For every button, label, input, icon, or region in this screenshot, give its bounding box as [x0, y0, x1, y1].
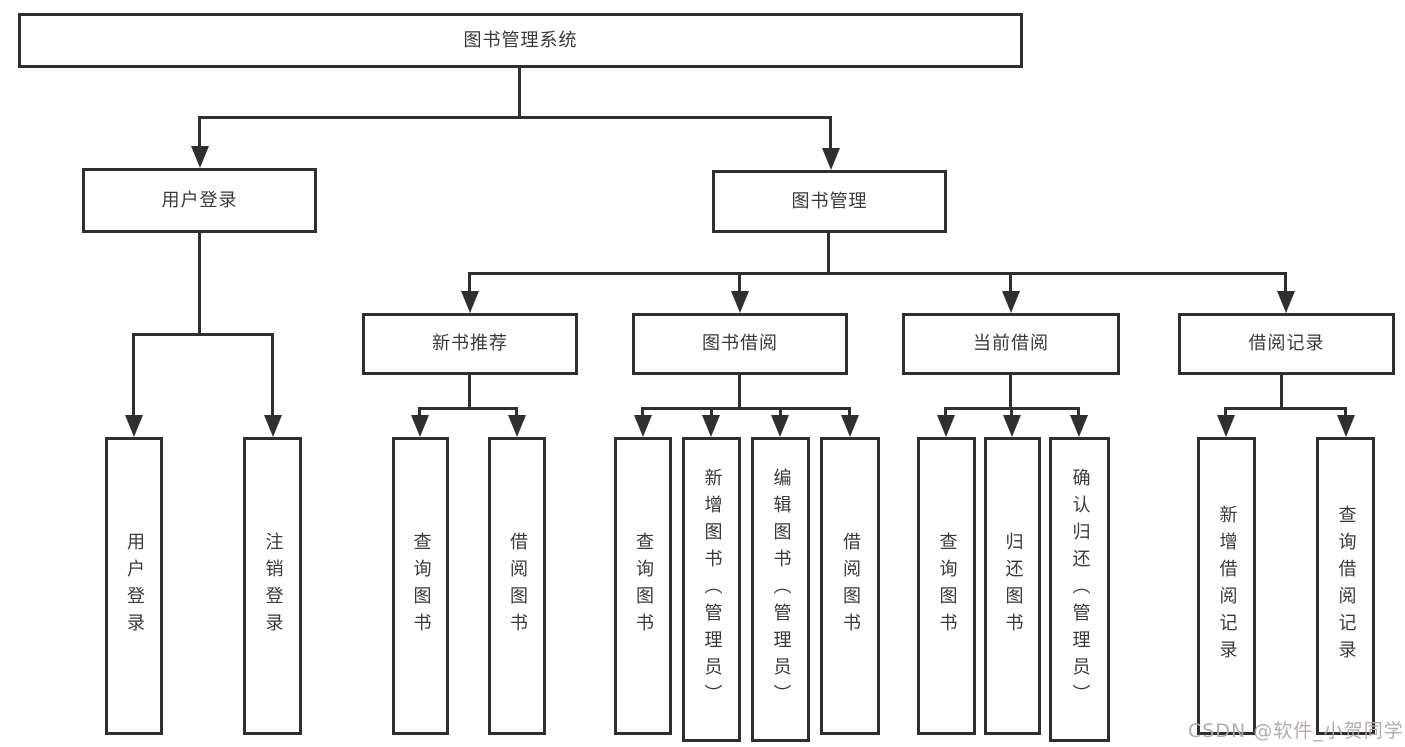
connector-line	[468, 375, 471, 409]
node-label: 借阅图书	[507, 532, 528, 640]
node-label: 注销登录	[262, 532, 284, 640]
node-borrow-record: 借阅记录	[1178, 313, 1395, 375]
connector-line	[1225, 407, 1347, 410]
connector-line	[642, 407, 851, 410]
connector-line	[515, 407, 518, 417]
node-query-borrow-record: 查询借阅记录	[1316, 437, 1375, 735]
connector-line	[779, 407, 782, 417]
node-book-borrow: 图书借阅	[632, 313, 848, 375]
connector-line	[641, 407, 644, 417]
node-label: 用户登录	[124, 532, 145, 640]
node-label: 新增借阅记录	[1216, 505, 1238, 667]
arrow-down-icon	[264, 415, 282, 437]
node-label: 查询图书	[410, 532, 432, 640]
node-borrow-books-2: 借阅图书	[820, 437, 880, 735]
connector-line	[518, 67, 521, 119]
arrow-down-icon	[702, 415, 720, 437]
node-label: 用户登录	[161, 189, 238, 211]
connector-line	[1284, 272, 1287, 293]
node-new-book-rec: 新书推荐	[362, 313, 578, 375]
arrow-down-icon	[461, 291, 479, 313]
node-label: 图书借阅	[702, 333, 778, 354]
node-label: 查询图书	[936, 532, 958, 640]
node-label: 归还图书	[1002, 532, 1024, 640]
connector-line	[1010, 407, 1013, 417]
node-label: 查询借阅记录	[1335, 505, 1357, 667]
node-label: 查询图书	[633, 532, 654, 640]
node-label: 当前借阅	[973, 333, 1049, 354]
arrow-down-icon	[822, 148, 840, 170]
node-label: 编辑图书（管理员）	[770, 468, 792, 711]
node-query-books-2: 查询图书	[614, 437, 672, 735]
connector-line	[1344, 407, 1347, 417]
connector-line	[738, 272, 741, 293]
node-return-book: 归还图书	[984, 437, 1041, 735]
connector-line	[1224, 407, 1227, 417]
node-logout: 注销登录	[243, 437, 302, 735]
connector-line	[198, 116, 201, 148]
connector-line	[1009, 272, 1012, 293]
node-label: 图书管理系统	[463, 29, 578, 51]
node-book-mgmt: 图书管理	[712, 170, 947, 233]
connector-line	[944, 407, 947, 417]
node-current-borrow: 当前借阅	[902, 313, 1120, 375]
node-label: 图书管理	[791, 190, 868, 212]
arrow-down-icon	[125, 415, 143, 437]
arrow-down-icon	[731, 291, 749, 313]
arrow-down-icon	[411, 415, 429, 437]
connector-line	[199, 116, 832, 119]
csdn-watermark: CSDN @软件_小贺同学	[1188, 720, 1404, 742]
arrow-down-icon	[1277, 291, 1295, 313]
connector-line	[1077, 407, 1080, 417]
arrow-down-icon	[841, 415, 859, 437]
node-user-login: 用户登录	[82, 168, 317, 233]
arrow-down-icon	[634, 415, 652, 437]
node-label: 借阅图书	[840, 532, 861, 640]
connector-line	[1009, 375, 1012, 409]
arrow-down-icon	[508, 415, 526, 437]
connector-line	[1280, 375, 1283, 409]
node-label: 借阅记录	[1248, 333, 1325, 354]
connector-line	[418, 407, 421, 417]
arrow-down-icon	[1217, 415, 1235, 437]
connector-line	[132, 333, 135, 416]
node-label: 新增图书（管理员）	[701, 468, 723, 711]
connector-line	[710, 407, 713, 417]
arrow-down-icon	[1070, 415, 1088, 437]
node-root: 图书管理系统	[18, 13, 1023, 68]
connector-line	[271, 333, 274, 416]
arrow-down-icon	[937, 415, 955, 437]
arrow-down-icon	[1002, 291, 1020, 313]
node-confirm-return-admin: 确认归还（管理员）	[1049, 437, 1110, 742]
connector-line	[468, 272, 471, 293]
node-add-book-admin: 新增图书（管理员）	[682, 437, 741, 742]
connector-line	[848, 407, 851, 417]
connector-line	[827, 233, 830, 274]
arrow-down-icon	[771, 415, 789, 437]
connector-line	[198, 233, 201, 335]
node-query-books-3: 查询图书	[917, 437, 976, 735]
node-label: 新书推荐	[432, 333, 508, 354]
connector-line	[829, 116, 832, 150]
connector-line	[133, 333, 274, 336]
node-user-login-leaf: 用户登录	[105, 437, 163, 735]
node-add-borrow-record: 新增借阅记录	[1197, 437, 1256, 735]
connector-line	[738, 375, 741, 409]
arrow-down-icon	[1003, 415, 1021, 437]
node-query-books-1: 查询图书	[392, 437, 449, 735]
arrow-down-icon	[191, 146, 209, 168]
node-edit-book-admin: 编辑图书（管理员）	[751, 437, 810, 742]
connector-line	[419, 407, 518, 410]
node-borrow-books-1: 借阅图书	[488, 437, 546, 735]
arrow-down-icon	[1337, 415, 1355, 437]
connector-line	[469, 272, 1287, 275]
node-label: 确认归还（管理员）	[1069, 468, 1091, 711]
